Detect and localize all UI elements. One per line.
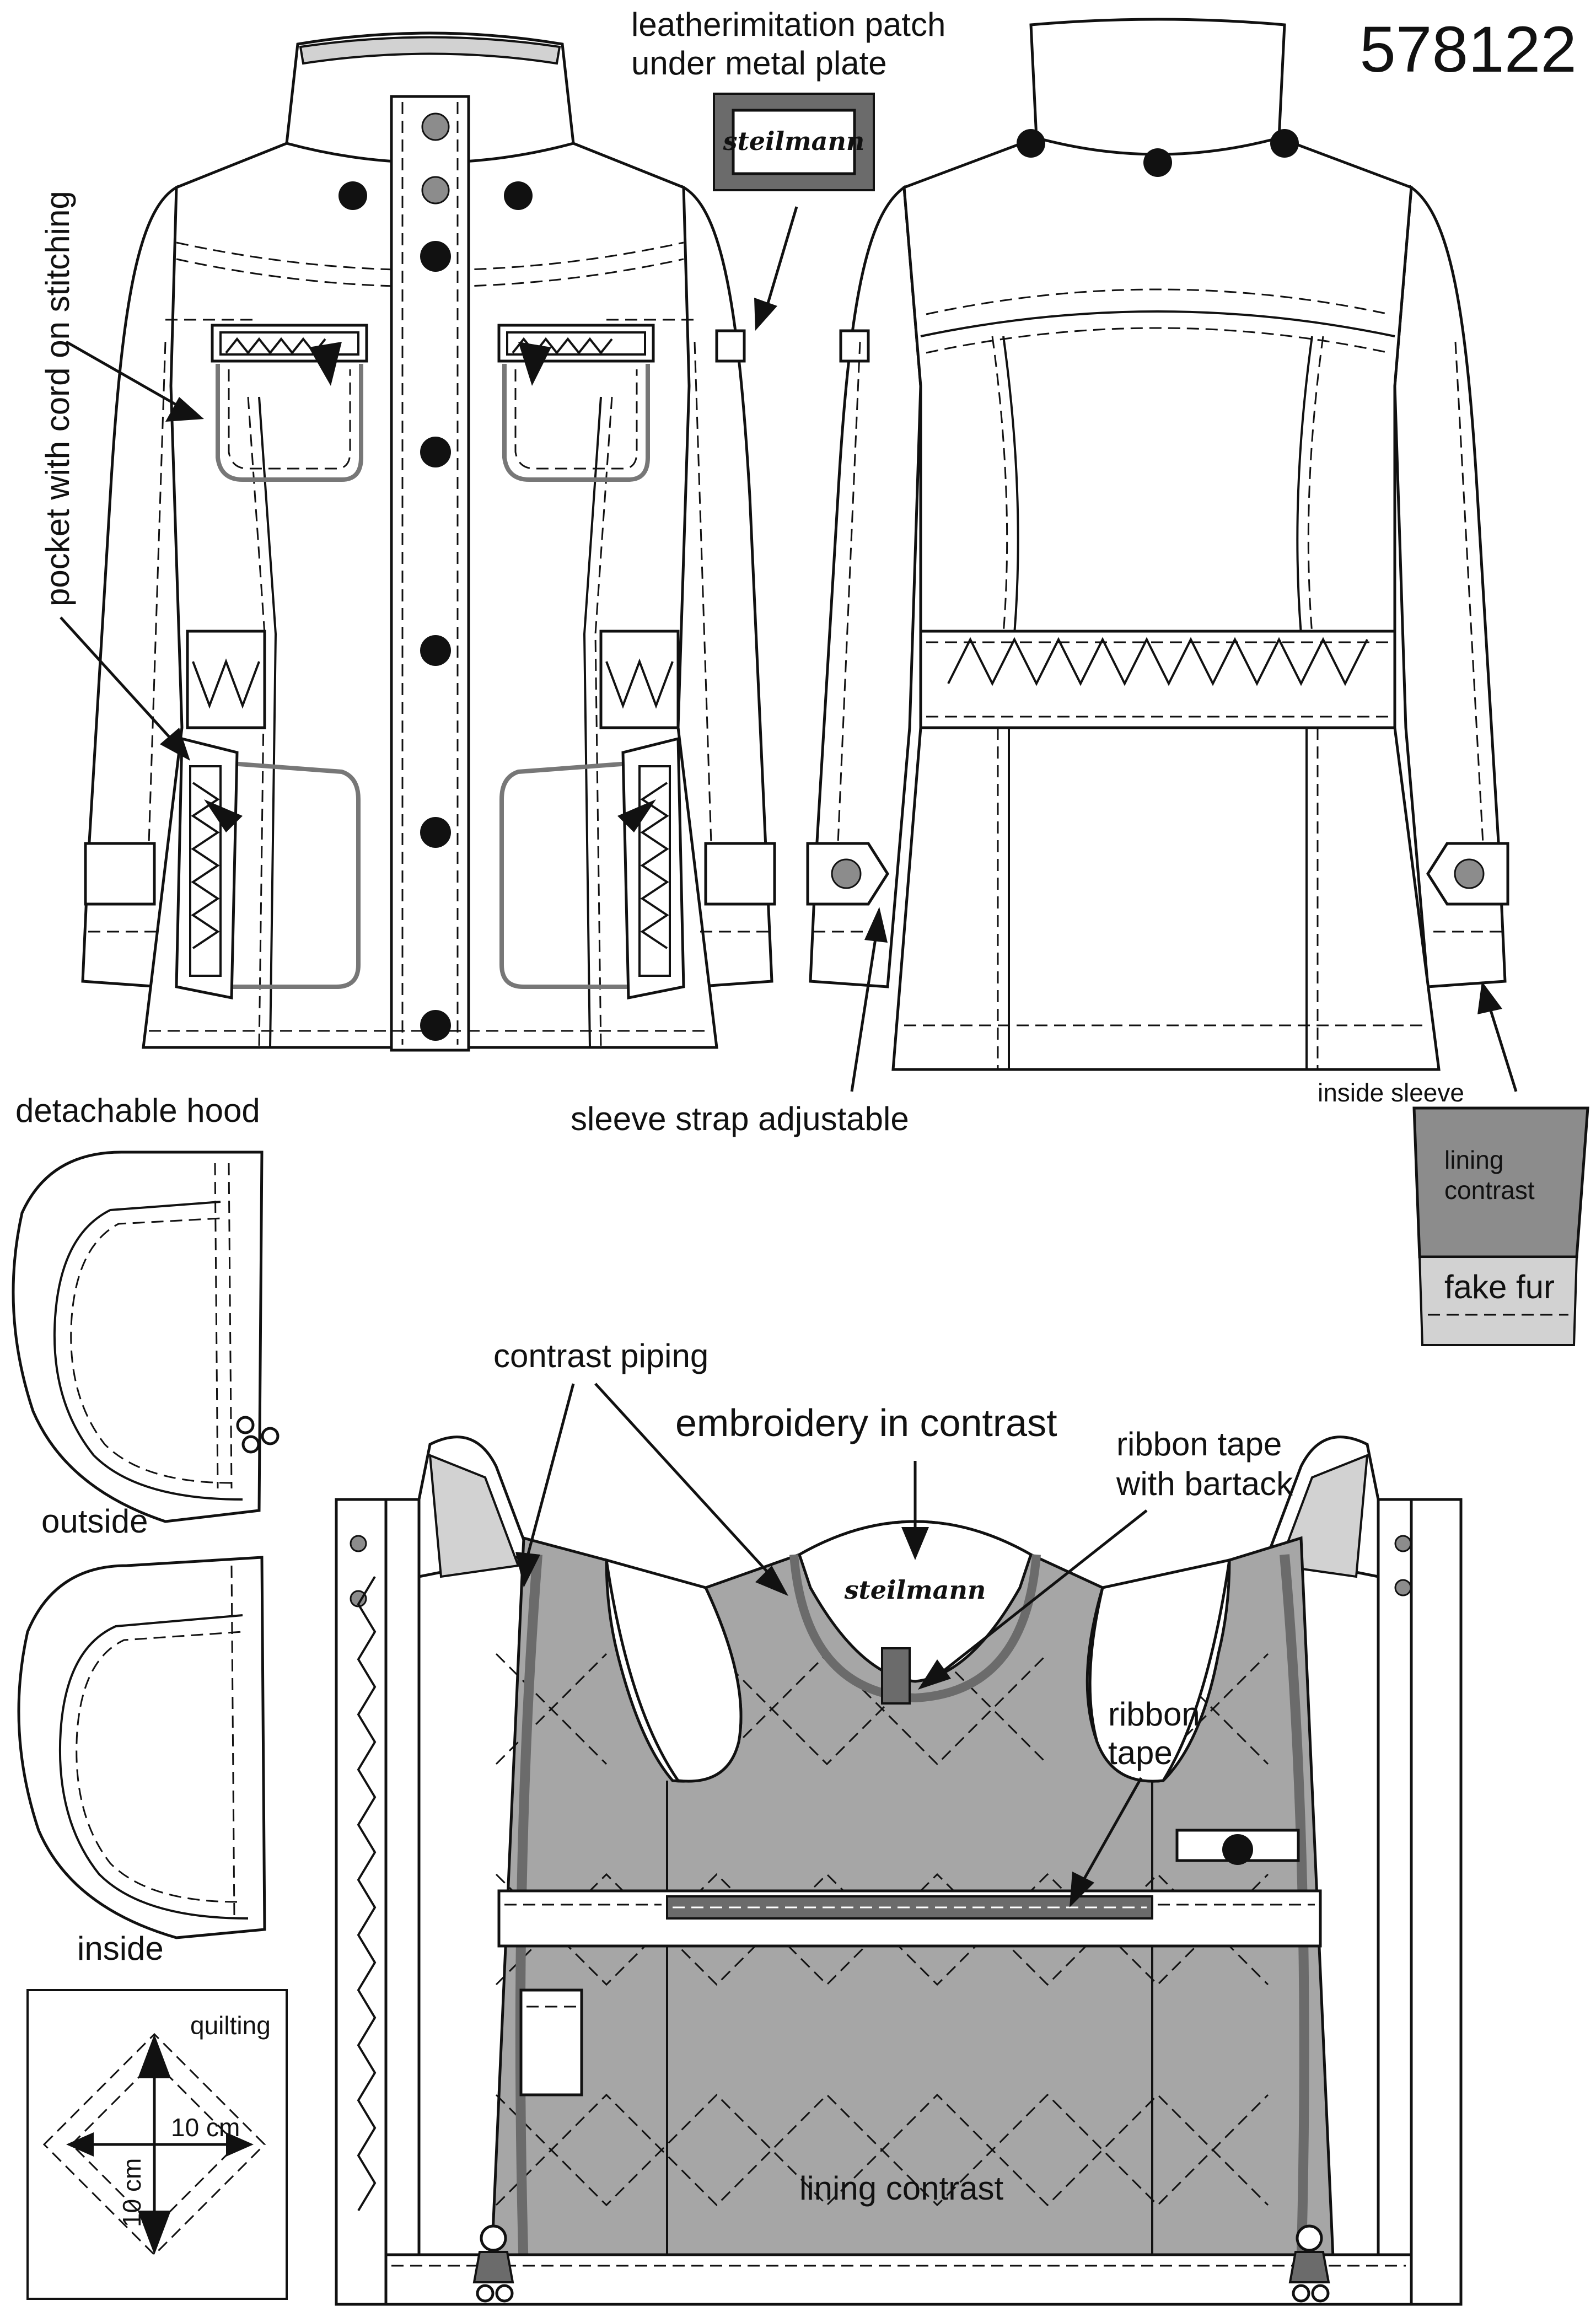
patch-brand: steilmann — [723, 126, 865, 156]
placket-button — [420, 437, 451, 467]
jacket-front-view — [81, 31, 776, 1052]
right-chest-pocket — [497, 324, 655, 482]
lining-contrast-label: lining contrast — [799, 2170, 1004, 2207]
sleeve-strap-label: sleeve strap adjustable — [571, 1100, 909, 1137]
ribbon-tape-label-2: tape — [1108, 1734, 1173, 1771]
lining-contrast-small-1: lining — [1444, 1146, 1503, 1174]
embroidery-label: embroidery in contrast — [675, 1401, 1057, 1444]
left-chest-pocket — [211, 324, 368, 482]
ribbon-bartack-label-1: ribbon tape — [1116, 1426, 1282, 1463]
sleeve-strap-callout: sleeve strap adjustable — [571, 907, 909, 1137]
quilting-dim-horizontal: 10 cm — [171, 2113, 240, 2142]
lining-contrast-small-2: contrast — [1444, 1176, 1535, 1205]
sleeve-fake-fur — [1418, 1256, 1578, 1346]
placket-button — [420, 817, 451, 848]
left-lower-pocket — [175, 737, 361, 1000]
inner-pocket — [519, 1988, 583, 2096]
hem-drawcord-toggle — [472, 2224, 514, 2303]
back-right-sleeve-strap — [1426, 842, 1509, 906]
fake-fur-label: fake fur — [1444, 1268, 1555, 1305]
placket-button — [420, 635, 451, 666]
embroidery-brand: steilmann — [844, 1575, 986, 1605]
quilting-legend: quilting 10 cm 10 cm — [26, 1989, 288, 2300]
back-left-sleeve-strap — [806, 842, 889, 906]
hem-drawcord-toggle — [1288, 2224, 1330, 2303]
pocket-callout: pocket with cord on stitching — [39, 191, 204, 761]
placket-button — [420, 1010, 451, 1041]
left-cuff-tab — [84, 842, 156, 906]
patch-label-line1: leatherimitation patch — [631, 6, 945, 43]
left-facing — [335, 1498, 388, 2306]
placket-button — [420, 241, 451, 272]
left-sleeve — [81, 185, 195, 988]
hanger-loop — [881, 1647, 911, 1705]
lining-view: steilmann lining contras — [335, 1436, 1463, 2306]
patch-callout: leatherimitation patch under metal plate… — [631, 6, 945, 331]
hood-outside-label: outside — [41, 1503, 148, 1540]
contrast-piping-label: contrast piping — [493, 1337, 708, 1374]
hood-inside — [17, 1556, 266, 1939]
back-collar — [1029, 18, 1286, 156]
right-lower-pocket — [499, 737, 685, 1000]
quilting-label: quilting — [190, 2011, 271, 2040]
back-right-sleeve — [1393, 185, 1507, 988]
style-number: 578122 — [1359, 13, 1577, 86]
back-body — [891, 136, 1441, 1071]
ribbon-bartack-label-2: with bartack — [1116, 1465, 1293, 1502]
snap-button — [421, 176, 450, 205]
hood-outside — [12, 1151, 280, 1523]
right-facing — [1410, 1498, 1463, 2306]
hood-inside-label: inside — [77, 1930, 164, 1967]
quilting-dim-vertical: 10 cm — [117, 2158, 146, 2227]
patch-label-line2: under metal plate — [631, 45, 887, 82]
lining-callouts: contrast piping embroidery in contrast r… — [493, 1337, 1293, 1907]
inside-sleeve-swatch: inside sleeve lining contrast fake fur — [1318, 981, 1589, 1346]
detachable-hood-label: detachable hood — [15, 1092, 260, 1129]
ribbon-tape-label-1: ribbon — [1108, 1696, 1200, 1733]
pocket-label: pocket with cord on stitching — [39, 191, 76, 606]
jacket-back-view — [806, 18, 1509, 1071]
right-cuff-tab — [704, 842, 776, 906]
back-left-sleeve — [809, 185, 922, 988]
back-waist-belt — [919, 630, 1396, 729]
snap-button — [421, 112, 450, 141]
hood-section: detachable hood outside inside — [12, 1092, 280, 1967]
inside-sleeve-label: inside sleeve — [1318, 1078, 1464, 1107]
right-sleeve — [665, 185, 773, 988]
